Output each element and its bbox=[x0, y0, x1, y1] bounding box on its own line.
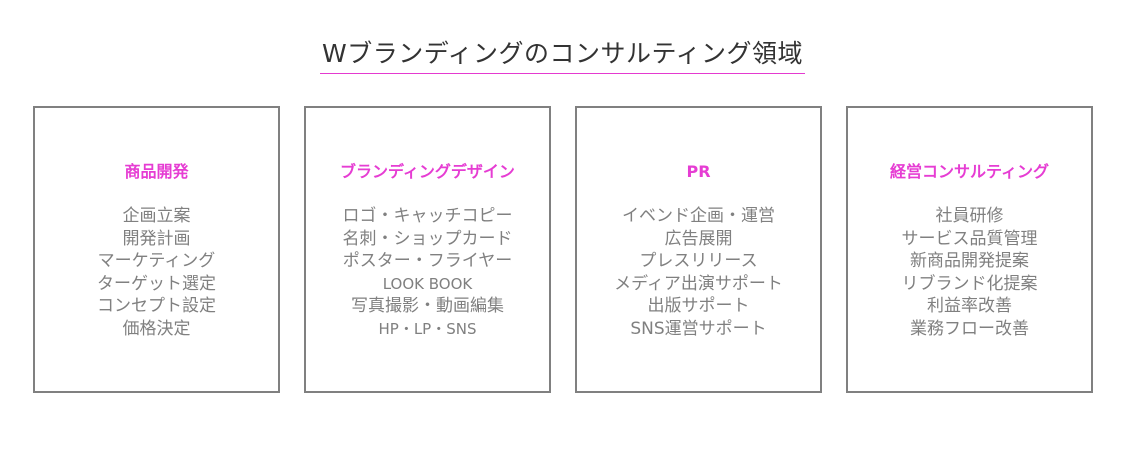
card-item: コンセプト設定 bbox=[97, 296, 216, 317]
card-pr: PR イベンド企画・運営 広告展開 プレスリリース メディア出演サポート 出版サ… bbox=[575, 106, 822, 393]
card-item: 出版サポート bbox=[647, 296, 750, 317]
card-item: 新商品開発提案 bbox=[910, 251, 1029, 272]
card-item: 企画立案 bbox=[122, 206, 191, 226]
card-item: イベンド企画・運営 bbox=[622, 206, 775, 226]
card-management-consulting: 経営コンサルティング 社員研修 サービス品質管理 新商品開発提案 リブランド化提… bbox=[846, 106, 1093, 393]
card-heading: PR bbox=[686, 162, 711, 181]
card-heading: ブランディングデザイン bbox=[340, 162, 515, 181]
card-item-list: 社員研修 サービス品質管理 新商品開発提案 リブランド化提案 利益率改善 業務フ… bbox=[848, 205, 1091, 341]
card-item: 業務フロー改善 bbox=[910, 318, 1029, 339]
page-title: Wブランディングのコンサルティング領域 bbox=[320, 38, 805, 74]
card-heading: 経営コンサルティング bbox=[889, 162, 1050, 181]
card-item: HP・LP・SNS bbox=[378, 319, 477, 338]
card-item: ロゴ・キャッチコピー bbox=[342, 206, 513, 226]
card-item: メディア出演サポート bbox=[614, 273, 783, 294]
card-branding-design: ブランディングデザイン ロゴ・キャッチコピー 名刺・ショップカード ポスター・フ… bbox=[304, 106, 551, 393]
card-item: 広告展開 bbox=[664, 228, 733, 249]
card-heading: 商品開発 bbox=[124, 162, 189, 181]
card-item: ポスター・フライヤー bbox=[342, 251, 513, 272]
card-item: 開発計画 bbox=[122, 228, 191, 249]
consulting-cards: 商品開発 企画立案 開発計画 マーケティング ターゲット選定 コンセプト設定 価… bbox=[33, 106, 1095, 395]
title-area: Wブランディングのコンサルティング領域 bbox=[0, 38, 1125, 74]
card-product-development: 商品開発 企画立案 開発計画 マーケティング ターゲット選定 コンセプト設定 価… bbox=[33, 106, 280, 393]
card-item: サービス品質管理 bbox=[901, 228, 1038, 249]
card-item: リブランド化提案 bbox=[901, 273, 1038, 294]
card-item: 利益率改善 bbox=[927, 296, 1012, 317]
card-item: マーケティング bbox=[97, 251, 216, 272]
card-item: SNS運営サポート bbox=[630, 318, 767, 339]
card-item: 写真撮影・動画編集 bbox=[351, 296, 504, 317]
card-item: LOOK BOOK bbox=[382, 274, 473, 293]
card-item-list: 企画立案 開発計画 マーケティング ターゲット選定 コンセプト設定 価格決定 bbox=[35, 205, 278, 341]
card-item: ターゲット選定 bbox=[97, 273, 216, 294]
card-item-list: イベンド企画・運営 広告展開 プレスリリース メディア出演サポート 出版サポート… bbox=[577, 205, 820, 341]
card-item: 社員研修 bbox=[935, 206, 1004, 226]
card-item: 名刺・ショップカード bbox=[342, 228, 513, 249]
card-item: 価格決定 bbox=[122, 318, 191, 339]
card-item-list: ロゴ・キャッチコピー 名刺・ショップカード ポスター・フライヤー LOOK BO… bbox=[306, 205, 549, 341]
card-item: プレスリリース bbox=[639, 251, 758, 272]
